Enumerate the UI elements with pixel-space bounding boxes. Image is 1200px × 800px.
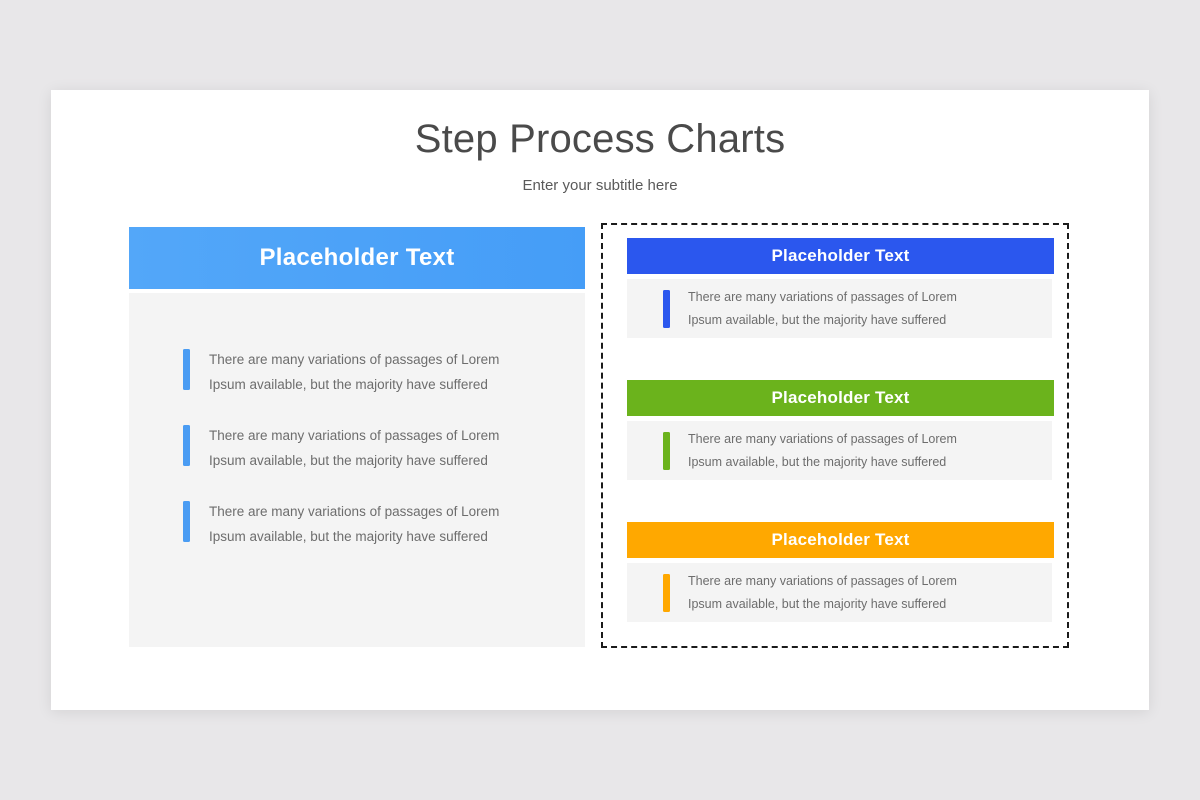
list-item-line-2: Ipsum available, but the majority have s… xyxy=(209,529,488,544)
accent-bar-icon xyxy=(183,349,190,390)
list-item[interactable]: There are many variations of passages of… xyxy=(129,347,585,397)
accent-bar-icon xyxy=(663,573,670,612)
step-card-body: There are many variations of passages of… xyxy=(627,563,1052,622)
step-card-header[interactable]: Placeholder Text xyxy=(627,238,1054,274)
accent-bar-icon xyxy=(663,431,670,470)
step-card-line-1: There are many variations of passages of… xyxy=(688,289,957,304)
step-card-text: There are many variations of passages of… xyxy=(688,570,957,616)
step-card[interactable]: Placeholder Text There are many variatio… xyxy=(627,380,1054,480)
title-block: Step Process Charts Enter your subtitle … xyxy=(51,113,1149,196)
step-card-header[interactable]: Placeholder Text xyxy=(627,380,1054,416)
list-item-text: There are many variations of passages of… xyxy=(209,347,499,397)
page-title: Step Process Charts xyxy=(414,117,786,161)
step-card[interactable]: Placeholder Text There are many variatio… xyxy=(627,522,1054,622)
list-item-text: There are many variations of passages of… xyxy=(209,499,499,549)
step-card-header[interactable]: Placeholder Text xyxy=(627,522,1054,558)
list-item[interactable]: There are many variations of passages of… xyxy=(129,423,585,473)
step-card-line-2: Ipsum available, but the majority have s… xyxy=(688,312,947,327)
list-item-text: There are many variations of passages of… xyxy=(209,423,499,473)
list-item-line-1: There are many variations of passages of… xyxy=(209,352,500,367)
step-card-text: There are many variations of passages of… xyxy=(688,428,957,474)
list-item-line-1: There are many variations of passages of… xyxy=(209,504,500,519)
accent-bar-icon xyxy=(183,425,190,466)
list-item-line-2: Ipsum available, but the majority have s… xyxy=(209,377,488,392)
step-card-body: There are many variations of passages of… xyxy=(627,421,1052,480)
step-card-line-1: There are many variations of passages of… xyxy=(688,573,957,588)
right-panel-dashed-container: Placeholder Text There are many variatio… xyxy=(601,223,1069,648)
slide-canvas: Step Process Charts Enter your subtitle … xyxy=(51,90,1149,710)
list-item-line-1: There are many variations of passages of… xyxy=(209,428,500,443)
step-card-line-2: Ipsum available, but the majority have s… xyxy=(688,596,947,611)
step-card-header-label: Placeholder Text xyxy=(771,388,910,407)
step-card-line-1: There are many variations of passages of… xyxy=(688,431,957,446)
step-card-text: There are many variations of passages of… xyxy=(688,286,957,332)
left-panel-header-label: Placeholder Text xyxy=(259,244,455,271)
step-card-header-label: Placeholder Text xyxy=(771,246,910,265)
step-card-body: There are many variations of passages of… xyxy=(627,279,1052,338)
left-panel-body: There are many variations of passages of… xyxy=(129,293,585,647)
step-card-line-2: Ipsum available, but the majority have s… xyxy=(688,454,947,469)
accent-bar-icon xyxy=(183,501,190,542)
step-card[interactable]: Placeholder Text There are many variatio… xyxy=(627,238,1054,338)
step-card-header-label: Placeholder Text xyxy=(771,530,910,549)
left-panel-header[interactable]: Placeholder Text xyxy=(129,227,585,289)
list-item-line-2: Ipsum available, but the majority have s… xyxy=(209,453,488,468)
left-panel[interactable]: Placeholder Text There are many variatio… xyxy=(129,227,585,647)
accent-bar-icon xyxy=(663,289,670,328)
page-subtitle: Enter your subtitle here xyxy=(522,177,678,194)
list-item[interactable]: There are many variations of passages of… xyxy=(129,499,585,549)
